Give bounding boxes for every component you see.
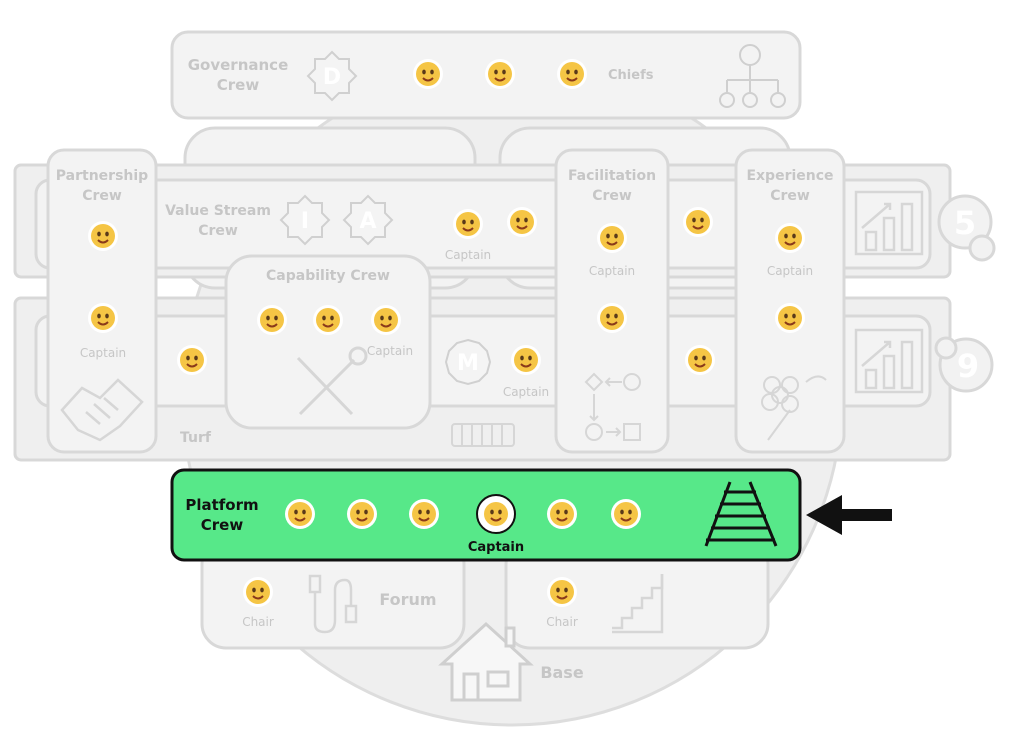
value-stream-label-line2: Crew (198, 223, 238, 239)
chiefs-label: Chiefs (608, 68, 654, 83)
flower-icon (761, 375, 827, 441)
emoji-face-icon (452, 208, 484, 240)
lower-count-bubble-small (934, 336, 958, 360)
governance-label-line2: Crew (217, 76, 260, 94)
platform-captain-label: Captain (468, 540, 524, 555)
partnership-label-line1: Partnership (56, 168, 148, 184)
bar-chart-icon (854, 190, 924, 256)
cable-icon (308, 574, 358, 634)
experience-captain-label: Captain (767, 264, 813, 278)
emoji-face-icon (682, 206, 714, 238)
misc-captain-label: Captain (503, 385, 549, 399)
radiator-icon (451, 423, 515, 447)
forum-chair-right-label: Chair (546, 615, 578, 629)
emoji-face-icon (610, 498, 642, 530)
emoji-face-icon (484, 58, 516, 90)
emoji-face-icon (596, 302, 628, 334)
arrow-left-icon (806, 495, 892, 535)
facilitation-label-line1: Facilitation (568, 168, 656, 184)
experience-label-line2: Crew (770, 188, 810, 204)
emoji-face-icon (684, 344, 716, 376)
handshake-icon (60, 378, 144, 442)
emoji-face-icon (87, 302, 119, 334)
stairs-icon (612, 574, 664, 634)
emoji-face-icon (256, 304, 288, 336)
emoji-face-icon (506, 206, 538, 238)
partnership-captain-label: Captain (80, 346, 126, 360)
value-stream-label-line1: Value Stream (165, 203, 271, 219)
emoji-face-icon (87, 220, 119, 252)
emoji-face-icon (312, 304, 344, 336)
platform-label-line2: Crew (201, 516, 244, 534)
emoji-face-icon (176, 344, 208, 376)
org-chart-icon (719, 44, 786, 108)
emoji-face-icon (556, 58, 588, 90)
facilitation-crew-panel (554, 148, 670, 454)
emoji-face-icon (510, 344, 542, 376)
emoji-face-icon (774, 302, 806, 334)
value-stream-badge-a: A (359, 209, 376, 234)
emoji-face-icon (480, 498, 512, 530)
facilitation-captain-label: Captain (589, 264, 635, 278)
forum-chair-left-label: Chair (242, 615, 274, 629)
partnership-crew-panel (46, 148, 158, 454)
platform-label-line1: Platform (185, 496, 258, 514)
value-stream-count-bubble (937, 194, 993, 250)
bar-chart-icon (854, 328, 924, 394)
turf-label: Turf (180, 430, 212, 446)
emoji-face-icon (546, 498, 578, 530)
lower-count: 9 (957, 347, 979, 385)
emoji-face-icon (412, 58, 444, 90)
capability-captain-label: Captain (367, 344, 413, 358)
emoji-face-icon (408, 498, 440, 530)
partnership-label-line2: Crew (82, 188, 122, 204)
emoji-face-icon (774, 222, 806, 254)
emoji-face-icon (346, 498, 378, 530)
value-stream-count-bubble-small (968, 234, 996, 262)
governance-badge-letter: D (323, 65, 341, 90)
tools-icon (296, 346, 368, 416)
capability-label: Capability Crew (266, 268, 390, 284)
forum-label: Forum (379, 590, 436, 609)
house-icon (438, 621, 534, 702)
emoji-face-icon (242, 576, 274, 608)
emoji-face-icon (284, 498, 316, 530)
value-stream-captain-label: Captain (445, 248, 491, 262)
value-stream-badge-i: I (301, 209, 309, 234)
railway-track-icon (704, 481, 778, 547)
flowchart-icon (584, 372, 641, 441)
capability-crew-panel (224, 254, 432, 430)
emoji-face-icon (370, 304, 402, 336)
facilitation-label-line2: Crew (592, 188, 632, 204)
base-label: Base (540, 663, 584, 682)
emoji-face-icon (596, 222, 628, 254)
governance-label-line1: Governance (188, 56, 289, 74)
value-stream-count: 5 (954, 204, 976, 242)
emoji-face-icon (546, 576, 578, 608)
experience-label-line1: Experience (746, 168, 833, 184)
badge-m-letter: M (457, 351, 479, 376)
